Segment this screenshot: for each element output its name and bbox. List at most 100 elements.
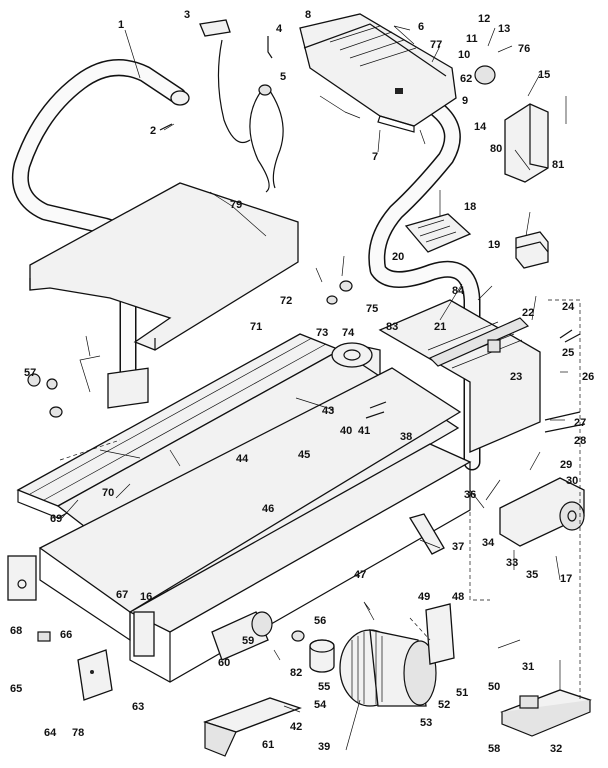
callout-43: 43 xyxy=(322,405,334,417)
callout-23: 23 xyxy=(510,371,522,383)
callout-13: 13 xyxy=(498,23,510,35)
callout-66: 66 xyxy=(60,629,72,641)
callout-29: 29 xyxy=(560,459,572,471)
callout-59: 59 xyxy=(242,635,254,647)
callout-57: 57 xyxy=(24,367,36,379)
callout-65: 65 xyxy=(10,683,22,695)
callout-31: 31 xyxy=(522,661,534,673)
flywheel xyxy=(331,342,373,368)
left-end-cap xyxy=(7,555,37,601)
callout-55: 55 xyxy=(318,681,330,693)
pulley xyxy=(309,639,335,673)
power-receptacle xyxy=(77,649,113,701)
callout-47: 47 xyxy=(354,569,366,581)
callout-22: 22 xyxy=(522,307,534,319)
callout-78: 78 xyxy=(72,727,84,739)
transformer xyxy=(515,231,549,269)
callout-63: 63 xyxy=(132,701,144,713)
callout-53: 53 xyxy=(420,717,432,729)
callout-70: 70 xyxy=(102,487,114,499)
callout-20: 20 xyxy=(392,251,404,263)
callout-21: 21 xyxy=(434,321,446,333)
callout-3: 3 xyxy=(184,9,190,21)
callout-50: 50 xyxy=(488,681,500,693)
callout-40: 40 xyxy=(340,425,352,437)
callout-82: 82 xyxy=(290,667,302,679)
callout-75: 75 xyxy=(366,303,378,315)
drive-motor xyxy=(339,629,437,707)
callout-64: 64 xyxy=(44,727,57,739)
right-end-cap xyxy=(133,611,155,657)
callout-39: 39 xyxy=(318,741,330,753)
callout-36: 36 xyxy=(464,489,476,501)
callout-26: 26 xyxy=(582,371,594,383)
callout-16: 16 xyxy=(140,591,152,603)
callout-58: 58 xyxy=(488,743,500,755)
walking-belt xyxy=(38,367,462,613)
callout-28: 28 xyxy=(574,435,586,447)
callout-24: 24 xyxy=(562,301,575,313)
callout-labels: 1 2 3 4 5 6 7 8 9 10 11 12 13 14 15 16 1… xyxy=(10,9,594,755)
callout-74: 74 xyxy=(342,327,355,339)
motor-bracket xyxy=(425,603,455,665)
callout-83: 83 xyxy=(386,321,398,333)
cable-clip xyxy=(199,19,231,37)
right-handrail xyxy=(368,101,481,471)
callout-14: 14 xyxy=(474,121,487,133)
callout-44: 44 xyxy=(236,453,249,465)
callout-54: 54 xyxy=(314,699,327,711)
callout-25: 25 xyxy=(562,347,574,359)
callout-37: 37 xyxy=(452,541,464,553)
callout-42: 42 xyxy=(290,721,302,733)
callout-38: 38 xyxy=(400,431,412,443)
callout-73: 73 xyxy=(316,327,328,339)
incline-leg xyxy=(408,513,445,555)
callout-9: 9 xyxy=(462,95,468,107)
callout-5: 5 xyxy=(280,71,286,83)
callout-51: 51 xyxy=(456,687,468,699)
ground-wire xyxy=(267,36,273,59)
callout-81: 81 xyxy=(552,159,564,171)
callout-7: 7 xyxy=(372,151,378,163)
callout-84: 84 xyxy=(452,285,465,297)
callout-69: 69 xyxy=(50,513,62,525)
callout-67: 67 xyxy=(116,589,128,601)
callout-6: 6 xyxy=(418,21,424,33)
callout-33: 33 xyxy=(506,557,518,569)
callout-11: 11 xyxy=(466,33,478,45)
callout-17: 17 xyxy=(560,573,572,585)
controller-bracket xyxy=(504,103,549,183)
callout-1: 1 xyxy=(118,19,124,31)
callout-8: 8 xyxy=(305,9,311,21)
callout-18: 18 xyxy=(464,201,476,213)
callout-49: 49 xyxy=(418,591,430,603)
callout-62: 62 xyxy=(460,73,472,85)
callout-61: 61 xyxy=(262,739,274,751)
callout-45: 45 xyxy=(298,449,310,461)
callout-32: 32 xyxy=(550,743,562,755)
callout-71: 71 xyxy=(250,321,262,333)
callout-56: 56 xyxy=(314,615,326,627)
callout-79: 79 xyxy=(230,199,242,211)
callout-27: 27 xyxy=(574,417,586,429)
callout-52: 52 xyxy=(438,699,450,711)
callout-68: 68 xyxy=(10,625,22,637)
console xyxy=(299,13,457,133)
circuit-board xyxy=(404,213,472,253)
callout-35: 35 xyxy=(526,569,538,581)
callout-41: 41 xyxy=(358,425,370,437)
callout-19: 19 xyxy=(488,239,500,251)
callout-10: 10 xyxy=(458,49,470,61)
callout-30: 30 xyxy=(566,475,578,487)
callout-76: 76 xyxy=(518,43,530,55)
callout-12: 12 xyxy=(478,13,490,25)
callout-2: 2 xyxy=(150,125,156,137)
callout-46: 46 xyxy=(262,503,274,515)
callout-4: 4 xyxy=(276,23,283,35)
callout-60: 60 xyxy=(218,657,230,669)
handrail-base-plate xyxy=(29,182,299,351)
callout-15: 15 xyxy=(538,69,550,81)
callout-77: 77 xyxy=(430,39,442,51)
callout-34: 34 xyxy=(482,537,495,549)
